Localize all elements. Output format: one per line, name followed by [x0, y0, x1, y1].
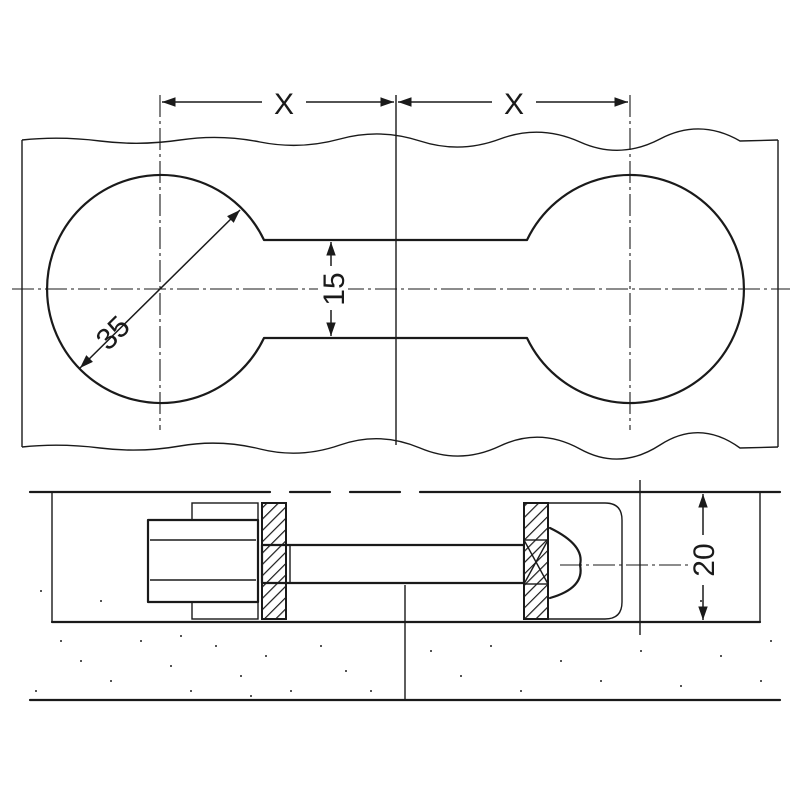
section-view: 20	[28, 480, 782, 702]
plan-break-edge-bottom	[21, 432, 779, 460]
plan-break-edge-top	[21, 128, 779, 151]
bolt-head	[146, 518, 260, 604]
base-material-stipple	[35, 590, 772, 697]
plan-view: X X 15 35	[12, 84, 790, 460]
dim-label-15: 15	[318, 272, 351, 305]
dim-line-35	[79, 209, 241, 369]
nut-housing	[548, 502, 623, 620]
dim-label-35: 35	[90, 310, 137, 357]
slot-outline	[45, 173, 746, 405]
dim-label-x-left: X	[274, 88, 294, 121]
dim-label-20: 20	[688, 543, 721, 576]
bolt-shank	[260, 543, 526, 585]
dim-label-x-right: X	[504, 88, 524, 121]
dome-nut	[548, 526, 582, 600]
washer-left	[261, 502, 287, 620]
washer-right	[523, 502, 549, 620]
